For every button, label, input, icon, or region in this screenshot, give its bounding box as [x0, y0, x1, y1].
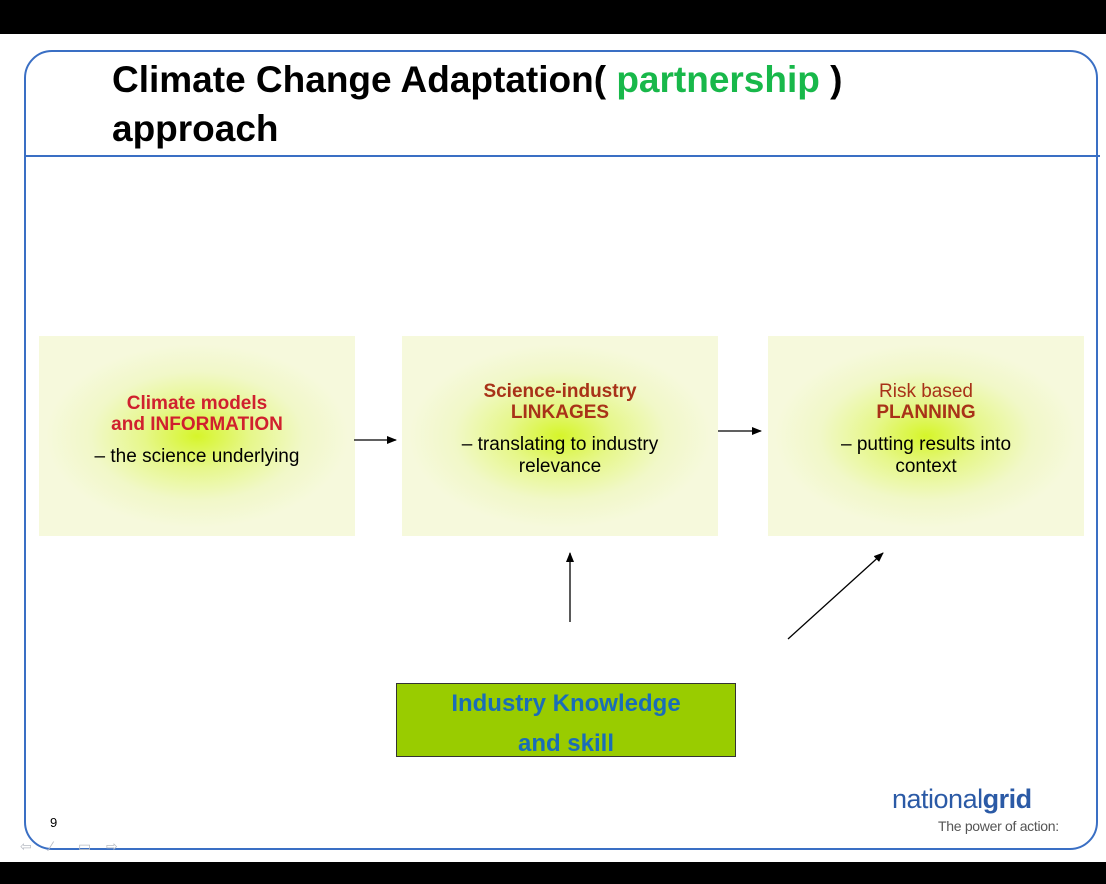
- box-1-heading: Climate models and INFORMATION: [39, 393, 355, 435]
- title-line-2: approach: [112, 108, 279, 149]
- box-3-sub-line-2: context: [895, 456, 957, 477]
- title-divider: [24, 155, 1100, 157]
- national-grid-logo: nationalgrid: [892, 784, 1032, 815]
- logo-text-national: national: [892, 784, 983, 814]
- arrow-left-icon[interactable]: ⇦: [20, 838, 32, 854]
- box-3-heading: Risk based PLANNING: [768, 381, 1084, 423]
- title-highlight: partnership: [616, 59, 820, 100]
- box-2-heading-line-2: LINKAGES: [510, 402, 610, 423]
- menu-icon[interactable]: ▭: [78, 838, 92, 854]
- box-3-sub-line-1: – putting results into: [840, 434, 1012, 455]
- box-3-heading-line-1: Risk based: [879, 381, 973, 402]
- box-1-heading-line-1: Climate models: [126, 393, 268, 414]
- pen-icon[interactable]: ⁄: [50, 838, 53, 854]
- arrow-knowledge-to-box3: [787, 552, 884, 640]
- box-3-heading-line-2: PLANNING: [876, 402, 976, 423]
- title-text-1: Climate Change Adaptation(: [112, 59, 607, 100]
- box-2-heading-line-1: Science-industry: [483, 381, 637, 402]
- box-science-industry: Science-industry LINKAGES – translating …: [402, 336, 718, 536]
- logo-tagline: The power of action:: [938, 818, 1059, 834]
- box-2-subtext: – translating to industry relevance: [402, 434, 718, 478]
- logo-text-grid: grid: [982, 784, 1033, 814]
- arrow-right-icon[interactable]: ⇨: [106, 838, 118, 854]
- box-climate-models: Climate models and INFORMATION – the sci…: [39, 336, 355, 536]
- box-risk-planning: Risk based PLANNING – putting results in…: [768, 336, 1084, 536]
- box-1-heading-line-2: and INFORMATION: [111, 414, 283, 435]
- box-3-subtext: – putting results into context: [768, 434, 1084, 478]
- box-2-sub-line-2: relevance: [518, 456, 602, 477]
- top-black-bar: [0, 0, 1106, 34]
- bottom-black-bar: [0, 862, 1106, 884]
- box-1-sub-line-1: – the science underlying: [94, 446, 300, 467]
- slide-title: Climate Change Adaptation( partnership )…: [112, 55, 1012, 153]
- box-2-sub-line-1: – translating to industry: [461, 434, 659, 455]
- box-2-heading: Science-industry LINKAGES: [402, 381, 718, 423]
- knowledge-line-1: Industry Knowledge: [451, 690, 681, 717]
- box-1-subtext: – the science underlying: [39, 446, 355, 468]
- knowledge-line-2: and skill: [517, 730, 615, 757]
- title-text-2: ): [830, 59, 843, 100]
- industry-knowledge-box: Industry Knowledge and skill: [396, 683, 736, 757]
- page-number: 9: [50, 815, 58, 830]
